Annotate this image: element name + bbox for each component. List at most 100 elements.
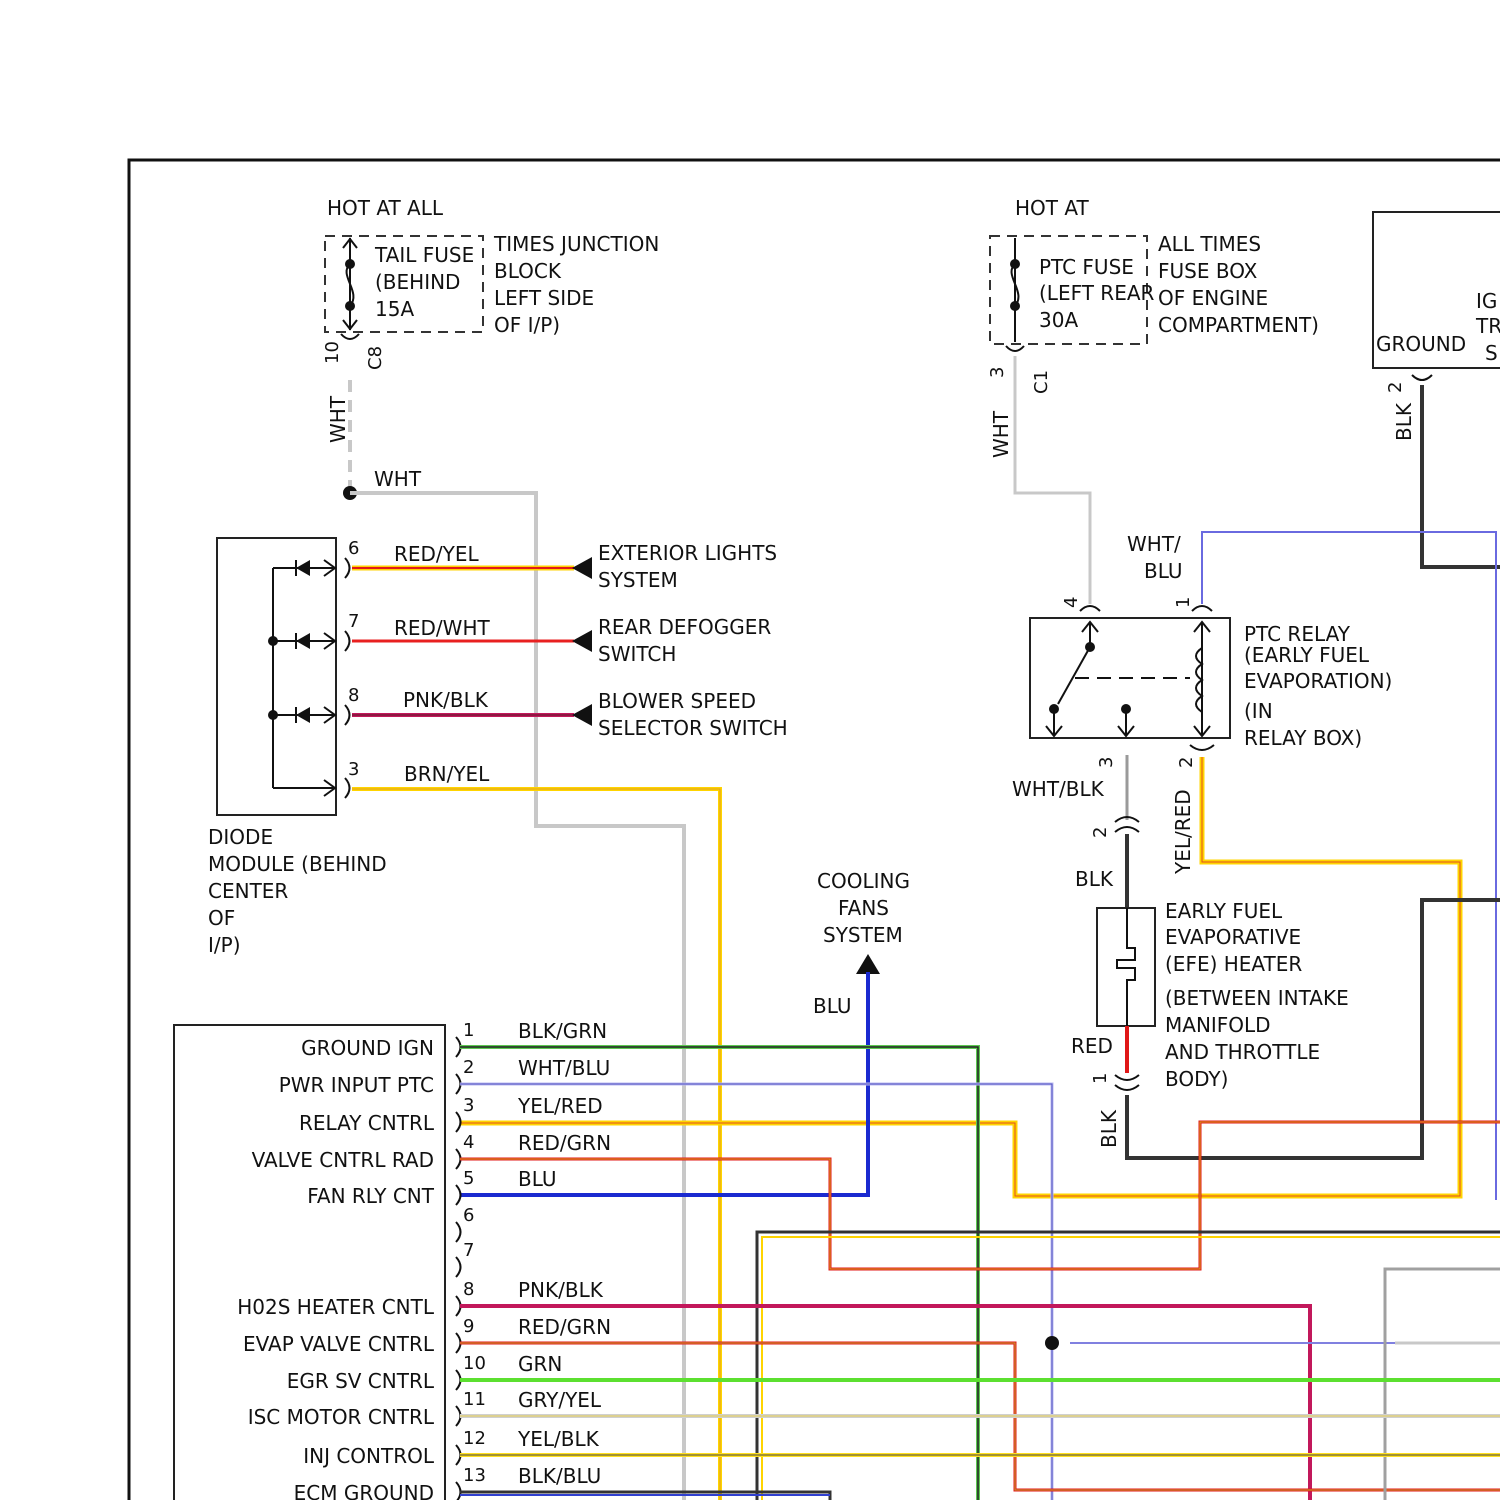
tail-fuse-pin: 10 (322, 341, 343, 364)
tail-fuse-location: (BEHIND (375, 270, 460, 294)
wire-label-blu: BLU (813, 994, 852, 1018)
dest-exterior-lights-2: SYSTEM (598, 568, 678, 592)
ecm-pin-number: 6 (463, 1205, 474, 1226)
dest-rear-defogger-1: REAR DEFOGGER (598, 615, 771, 639)
ecm-pin-number: 3 (463, 1095, 474, 1116)
ecm-pin-label: GROUND IGN (301, 1036, 434, 1060)
tail-fuse-rating: 15A (375, 297, 414, 321)
ecm-pin-number: 5 (463, 1168, 474, 1189)
ecm-pin-bracket (456, 1149, 461, 1169)
ecm-pin-bracket (456, 1222, 461, 1242)
diode-module: DIODE MODULE (BEHIND CENTER OF I/P) (208, 538, 387, 957)
ptc-relay-label-3: EVAPORATION) (1244, 669, 1392, 693)
wire-label-wht-splice: WHT (374, 467, 422, 491)
ignition-module: IG TR S GROUND 2 BLK (1373, 212, 1500, 441)
ecm-pin-number: 13 (463, 1465, 486, 1486)
ecm-wire-label: GRN (518, 1352, 562, 1376)
ign-line-2: TR (1475, 314, 1500, 338)
ptc-relay-pin-4: 4 (1061, 597, 1082, 608)
ecm-wire-label: BLU (518, 1167, 557, 1191)
wire-label-red-wht: RED/WHT (394, 616, 490, 640)
ecm-pin-bracket (456, 1257, 461, 1277)
ecm-pin-bracket (456, 1112, 461, 1132)
ecm-pin-bracket (456, 1185, 461, 1205)
ecm-wire-label: BLK/BLU (518, 1464, 601, 1488)
tail-fuse-hot-label: HOT AT ALL (327, 196, 444, 220)
ecm-pin-number: 4 (463, 1132, 474, 1153)
ptc-fuse-desc-3: OF ENGINE (1158, 286, 1268, 310)
efe-label-1: EARLY FUEL (1165, 899, 1283, 923)
ptc-relay-pin-3: 3 (1096, 757, 1117, 768)
ign-ground: GROUND (1376, 332, 1466, 356)
diode-label-2: MODULE (BEHIND (208, 852, 387, 876)
wire-label-wht-blu-2: BLU (1144, 559, 1183, 583)
ign-wire: BLK (1392, 402, 1416, 441)
wire-label-pnk-blk: PNK/BLK (403, 688, 489, 712)
efe-pin-bottom: 1 (1090, 1073, 1111, 1084)
ptc-relay-label-2: (EARLY FUEL (1244, 643, 1370, 667)
wire-label-blk-lower: BLK (1097, 1109, 1121, 1148)
ecm-pin-label: EVAP VALVE CNTRL (243, 1332, 435, 1356)
wire-label-wht-right: WHT (989, 410, 1013, 458)
ecm-pin-number: 1 (463, 1020, 474, 1041)
ptc-relay: 4 1 3 2 PTC RELAY (EARLY FUEL EVAPORATIO… (1030, 597, 1392, 768)
wire-label-wht-blk: WHT/BLK (1012, 777, 1105, 801)
ptc-relay-label-5: RELAY BOX) (1244, 726, 1362, 750)
diode-pin-6: 6 (348, 538, 359, 559)
diode-label-4: OF (208, 906, 235, 930)
ptc-fuse-name: PTC FUSE (1039, 255, 1134, 279)
diode-pin-7: 7 (348, 611, 359, 632)
ecm-wire-label: GRY/YEL (518, 1388, 602, 1412)
diode-label-3: CENTER (208, 879, 288, 903)
ecm-wire-label: PNK/BLK (518, 1278, 604, 1302)
wire-label-wht-left: WHT (326, 395, 350, 443)
tail-fuse-connector: C8 (365, 346, 386, 370)
wire-label-brn-yel: BRN/YEL (404, 762, 490, 786)
tail-fuse-desc-1: TIMES JUNCTION (493, 232, 659, 256)
ecm-pin-bracket (456, 1037, 461, 1057)
ptc-fuse: HOT AT PTC FUSE (LEFT REAR 30A ALL TIMES… (987, 196, 1319, 394)
wire-label-yel-red-vertical: YEL/RED (1171, 789, 1195, 875)
cooling-label-2: FANS (838, 896, 889, 920)
ptc-relay-pin-2: 2 (1176, 757, 1197, 768)
ecm-wire-label: YEL/RED (517, 1094, 603, 1118)
dest-blower-speed-1: BLOWER SPEED (598, 689, 756, 713)
arrow-exterior-lights (572, 557, 592, 579)
ecm-pin-label: EGR SV CNTRL (287, 1369, 435, 1393)
tail-fuse-desc-4: OF I/P) (494, 313, 560, 337)
ecm-wire-label: RED/GRN (518, 1315, 611, 1339)
diode-pin-8: 8 (348, 685, 359, 706)
efe-pin-top: 2 (1090, 827, 1111, 838)
efe-heater: EARLY FUEL EVAPORATIVE (EFE) HEATER (BET… (1097, 899, 1349, 1091)
ptc-fuse-desc-2: FUSE BOX (1158, 259, 1258, 283)
ecm-pin-number: 2 (463, 1057, 474, 1078)
ecm-pin-bracket (456, 1370, 461, 1390)
arrow-blower-speed (572, 704, 592, 726)
ecm-pin-bracket (456, 1482, 461, 1500)
ecm-pin-bracket (456, 1296, 461, 1316)
arrow-cooling-fans (856, 954, 880, 974)
efe-label-2: EVAPORATIVE (1165, 925, 1301, 949)
dest-rear-defogger-2: SWITCH (598, 642, 676, 666)
ecm-pin-number: 9 (463, 1316, 474, 1337)
ecm-pin-label: ECM GROUND (294, 1481, 434, 1500)
ptc-fuse-desc-4: COMPARTMENT) (1158, 313, 1319, 337)
cooling-label-3: SYSTEM (823, 923, 903, 947)
ecm-pin-label: VALVE CNTRL RAD (252, 1148, 434, 1172)
ecm-pin-number: 11 (463, 1389, 486, 1410)
ecm-pin-label: INJ CONTROL (303, 1444, 435, 1468)
wire-label-wht-blu-1: WHT/ (1127, 532, 1181, 556)
tail-fuse-desc-2: BLOCK (494, 259, 562, 283)
ign-line-1: IG (1476, 289, 1497, 313)
dest-exterior-lights-1: EXTERIOR LIGHTS (598, 541, 777, 565)
efe-label-5: MANIFOLD (1165, 1013, 1271, 1037)
ptc-fuse-connector: C1 (1031, 370, 1052, 394)
ecm-pin-label: PWR INPUT PTC (279, 1073, 434, 1097)
dest-blower-speed-2: SELECTOR SWITCH (598, 716, 788, 740)
tail-fuse-desc-3: LEFT SIDE (494, 286, 594, 310)
wire-label-red-yel: RED/YEL (394, 542, 480, 566)
ecm-wire-label: BLK/GRN (518, 1019, 607, 1043)
diode-pin-3: 3 (348, 759, 359, 780)
efe-label-4: (BETWEEN INTAKE (1165, 986, 1349, 1010)
